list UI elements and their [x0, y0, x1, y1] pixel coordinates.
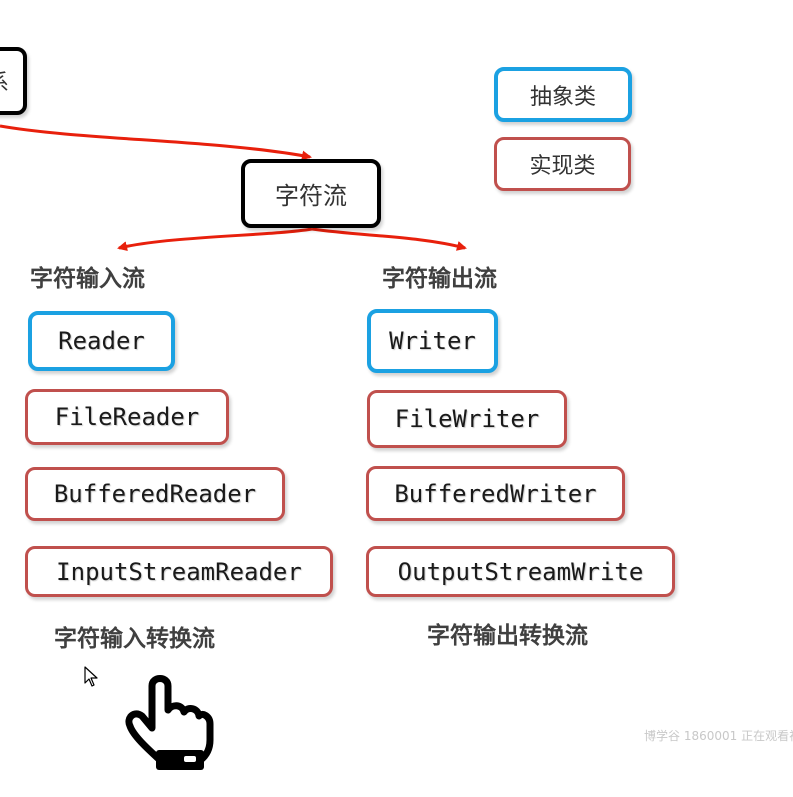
- reader-label: Reader: [58, 327, 145, 355]
- input-stream-reader-box: InputStreamReader: [25, 546, 333, 597]
- character-stream-node: 字符流: [241, 159, 381, 228]
- writer-box: Writer: [367, 309, 498, 373]
- file-writer-label: FileWriter: [394, 405, 540, 433]
- output-stream-heading: 字符输出流: [382, 266, 497, 292]
- watermark-text: 博学谷 1860001 正在观看视: [644, 729, 793, 743]
- input-stream-reader-label: InputStreamReader: [56, 557, 302, 586]
- legend-abstract-class: 抽象类: [494, 67, 632, 122]
- input-conversion-label: 字符输入转换流: [54, 626, 215, 652]
- character-stream-label: 字符流: [275, 182, 347, 210]
- buffered-reader-label: BufferedReader: [53, 480, 257, 508]
- buffered-writer-label: BufferedWriter: [394, 479, 597, 508]
- legend-implementation-label: 实现类: [529, 154, 596, 179]
- writer-label: Writer: [389, 327, 476, 355]
- buffered-reader-box: BufferedReader: [25, 467, 285, 521]
- hand-pointer-icon: [125, 675, 214, 770]
- file-writer-box: FileWriter: [367, 390, 567, 448]
- buffered-writer-box: BufferedWriter: [366, 466, 625, 521]
- partial-parent-label: 系: [0, 65, 9, 97]
- arrow-to-output-stream: [311, 227, 467, 251]
- input-stream-heading: 字符输入流: [30, 266, 145, 292]
- reader-box: Reader: [28, 311, 175, 371]
- file-reader-box: FileReader: [25, 389, 229, 445]
- file-reader-label: FileReader: [54, 403, 200, 431]
- output-stream-writer-box: OutputStreamWrite: [366, 546, 675, 597]
- legend-implementation-class: 实现类: [494, 137, 631, 191]
- output-conversion-label: 字符输出转换流: [427, 623, 588, 649]
- arrow-to-character-stream: [0, 124, 312, 161]
- mouse-pointer-icon: [84, 666, 98, 687]
- legend-abstract-label: 抽象类: [529, 84, 596, 110]
- arrow-to-input-stream: [117, 227, 313, 252]
- output-stream-writer-label: OutputStreamWrite: [397, 557, 644, 586]
- partial-parent-box: 系: [0, 47, 27, 115]
